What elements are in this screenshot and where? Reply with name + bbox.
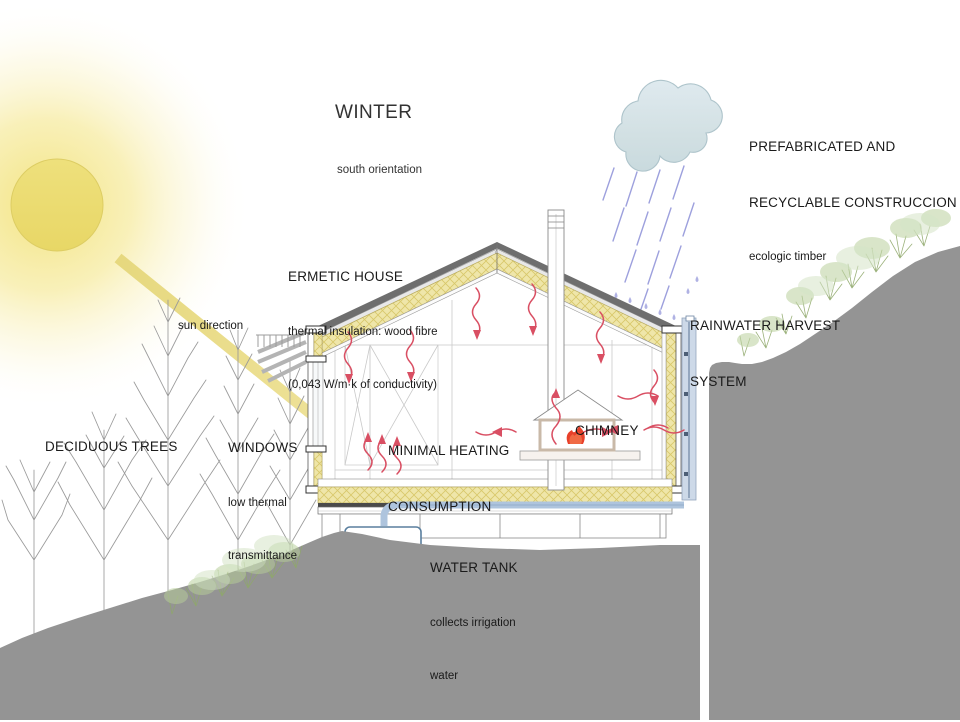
- season-title: WINTER: [335, 102, 413, 124]
- windows-line-2: low thermal: [228, 496, 287, 509]
- ermetic-line-3: (0,043 W/m·k of conductivity): [288, 378, 437, 391]
- prefab-line-3: ecologic timber: [749, 251, 827, 264]
- season-title-block: WINTER south orientation: [335, 62, 422, 216]
- windows-line-3: transmittance: [228, 549, 298, 562]
- ermetic-line-1: ERMETIC HOUSE: [288, 269, 404, 285]
- deciduous-trees-label: DECIDUOUS TREES: [45, 400, 178, 495]
- water-tank-line-1: WATER TANK: [430, 560, 518, 576]
- vegetation-left: [164, 535, 303, 615]
- rain-droplets: [614, 276, 699, 320]
- rainwater-line-1: RAINWATER HARVEST: [690, 318, 841, 334]
- ermetic-line-2: thermal insulation: wood fibre: [288, 325, 438, 338]
- shading-louvres: [256, 330, 307, 383]
- season-subtitle: south orientation: [337, 164, 423, 177]
- minimal-heating-line-2: CONSUMPTION: [388, 498, 492, 514]
- deciduous-text: DECIDUOUS TREES: [45, 439, 178, 455]
- prefab-line-2: RECYCLABLE CONSTRUCCION SYSTEM: [749, 194, 957, 210]
- terrain-right-slope: [709, 246, 960, 720]
- rainwater-line-2: SYSTEM: [690, 373, 747, 389]
- water-tank-label: WATER TANK collects irrigation water: [430, 521, 518, 722]
- sun: [0, 0, 251, 410]
- terrain-left-slope: [0, 531, 700, 720]
- sun-direction-text: sun direction: [178, 320, 244, 333]
- water-tank-line-2: collects irrigation: [430, 616, 516, 629]
- sun-direction-label: sun direction: [178, 280, 243, 372]
- chimney-text: CHIMNEY: [575, 423, 639, 439]
- prefab-line-1: PREFABRICATED AND: [749, 139, 896, 155]
- minimal-heating-line-1: MINIMAL HEATING: [388, 443, 510, 459]
- left-wall-assembly: [305, 325, 329, 494]
- deciduous-trees: [1, 297, 317, 701]
- heat-flow-arrows: [343, 283, 685, 475]
- rain-cloud: [613, 79, 723, 172]
- ermetic-house-label: ERMETIC HOUSE thermal insulation: wood f…: [288, 230, 438, 431]
- rain-streaks: [602, 165, 695, 313]
- rainwater-harvest-label: RAINWATER HARVEST SYSTEM: [690, 279, 840, 429]
- prefabricated-system-label: PREFABRICATED AND RECYCLABLE CONSTRUCCIO…: [749, 100, 960, 303]
- windows-line-1: WINDOWS: [228, 440, 298, 456]
- water-tank-line-3: water: [430, 669, 459, 682]
- right-wall-assembly: [661, 325, 687, 494]
- roof-assembly: [316, 242, 678, 358]
- rainwater-downpipe: [681, 315, 697, 501]
- minimal-heating-label: MINIMAL HEATING CONSUMPTION: [388, 404, 510, 554]
- chimney-label: CHIMNEY: [575, 384, 639, 479]
- vegetation-right: [737, 209, 951, 357]
- windows-label: WINDOWS low thermal transmittance: [228, 401, 298, 602]
